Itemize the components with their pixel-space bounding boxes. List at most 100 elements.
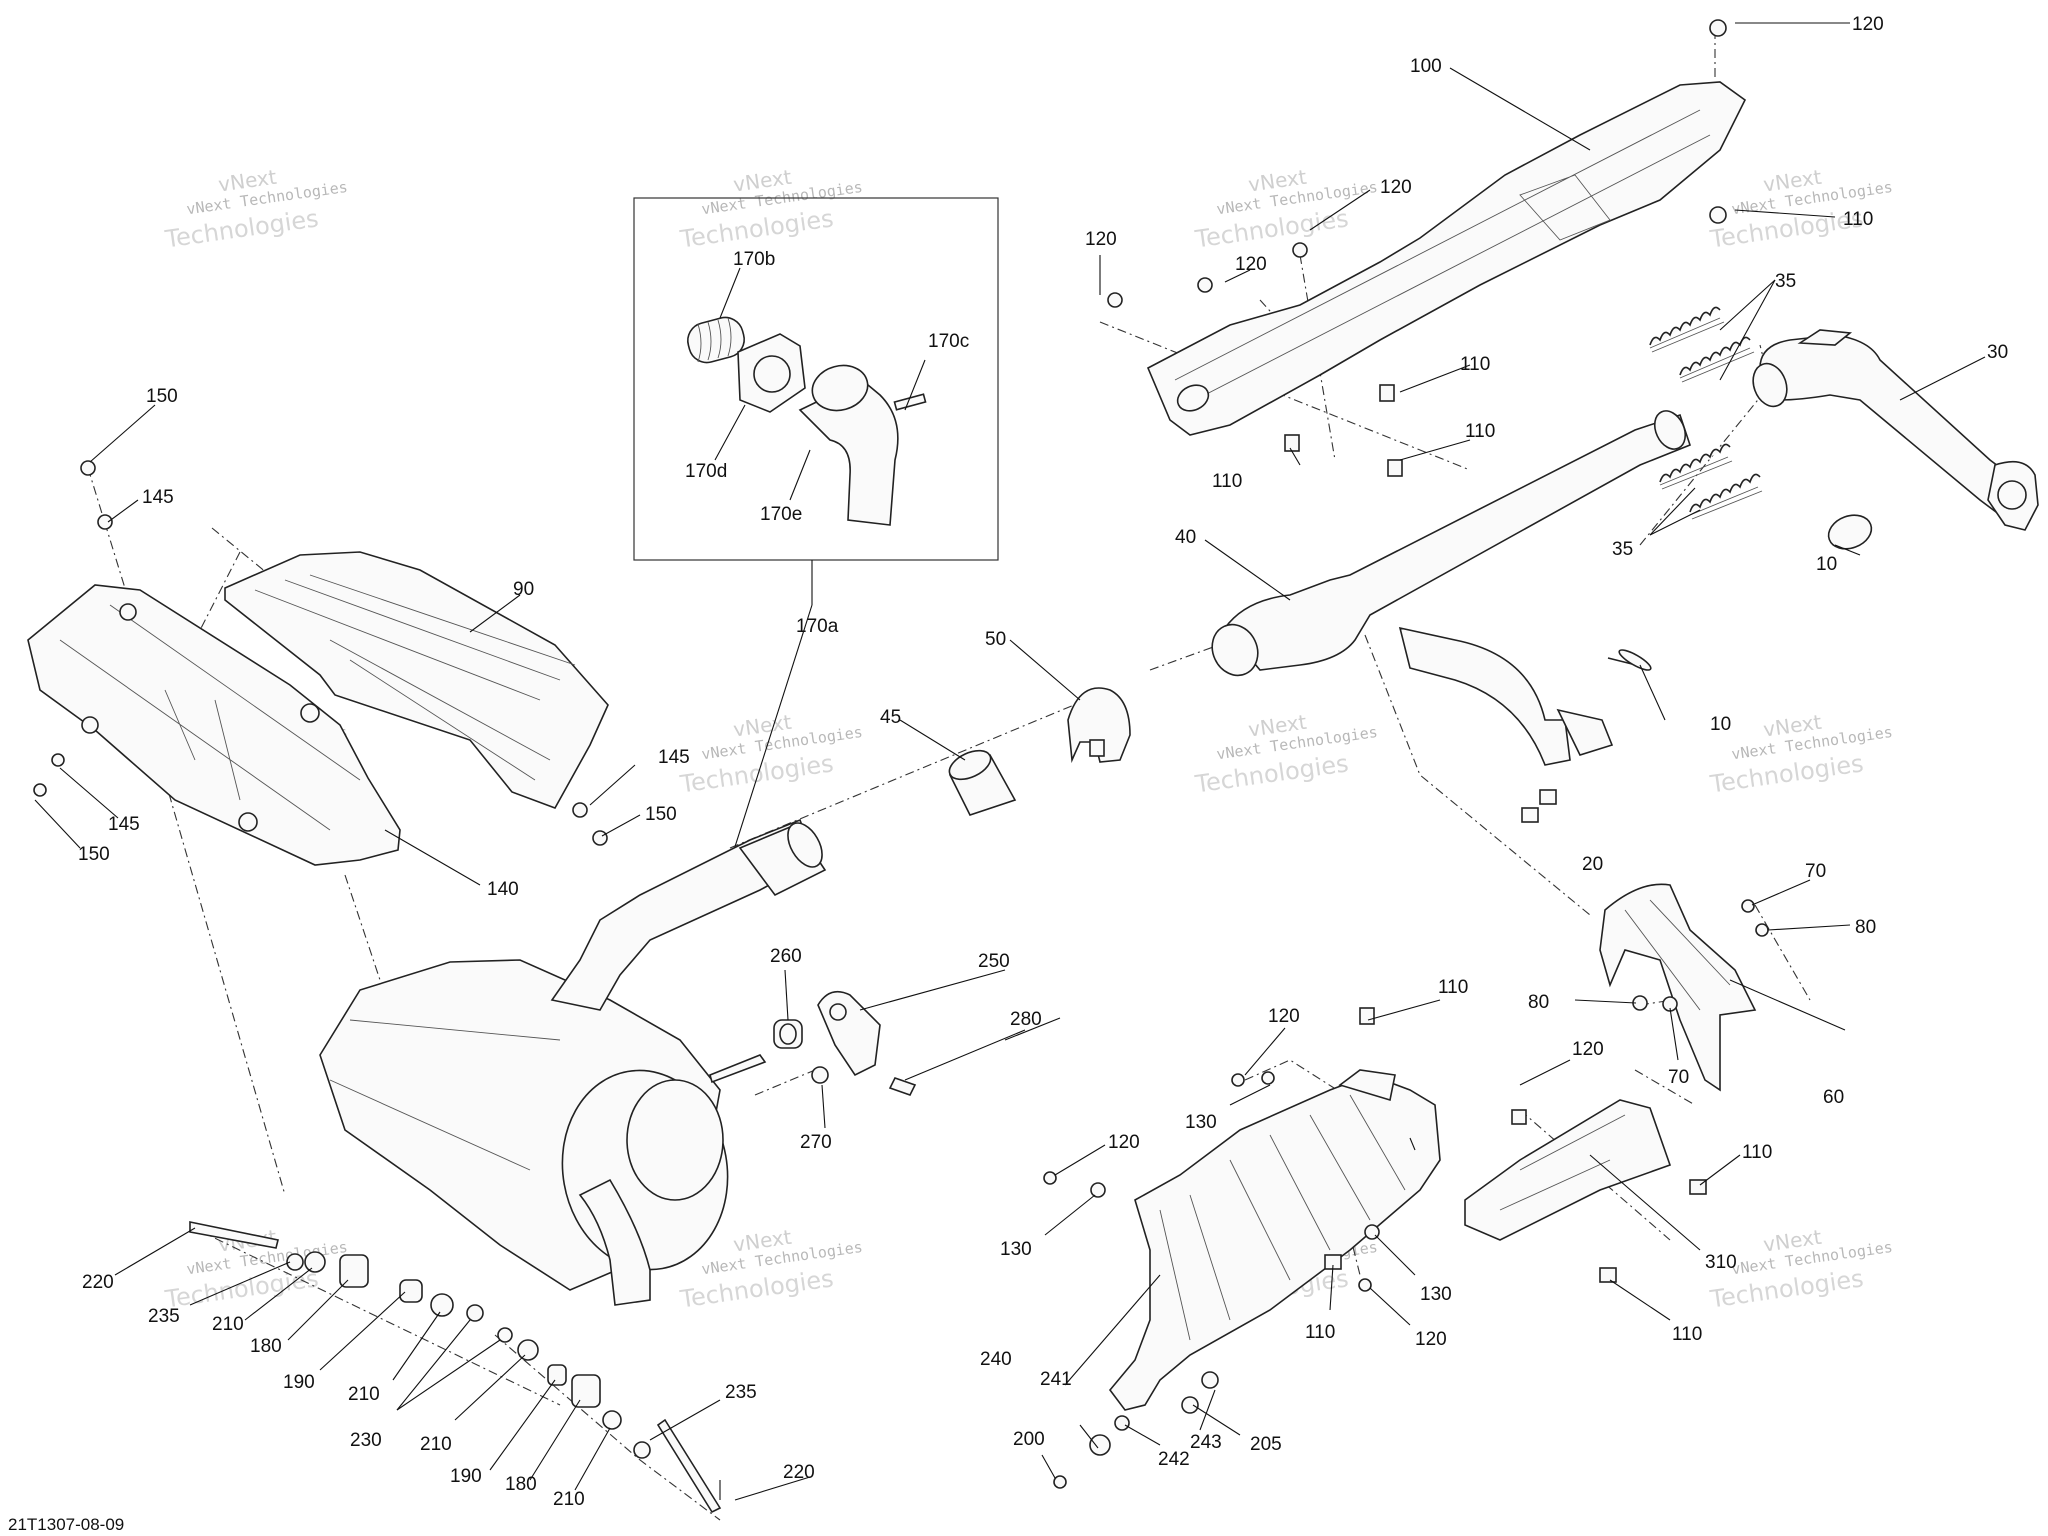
callout-190: 190 [283, 1372, 315, 1393]
callout-70: 70 [1805, 861, 1826, 882]
callout-45: 45 [880, 707, 901, 728]
callout-90: 90 [513, 579, 534, 600]
watermark: vNext vNext Technologies Technologies [678, 165, 864, 254]
callout-80: 80 [1528, 992, 1549, 1013]
heat-shield-90 [224, 551, 609, 809]
callout-243: 243 [1190, 1432, 1222, 1453]
callout-205: 205 [1250, 1434, 1282, 1455]
callout-120-top: 120 [1852, 14, 1884, 35]
callout-150: 150 [146, 386, 178, 407]
springs-35 [1649, 306, 1763, 520]
callout-70: 70 [1668, 1067, 1689, 1088]
callout-170a: 170a [796, 616, 839, 637]
callout-50: 50 [985, 629, 1006, 650]
bracket-60 [1599, 883, 1757, 1092]
hardware [33, 19, 1769, 1489]
watermark: vNext vNext Technologies Technologies [1708, 165, 1894, 254]
callout-10: 10 [1816, 554, 1837, 575]
outlet-pipe-170e [798, 364, 927, 526]
gasket-10b [1618, 649, 1652, 671]
callout-210: 210 [348, 1384, 380, 1405]
callout-210: 210 [420, 1434, 452, 1455]
callout-170b: 170b [733, 249, 775, 270]
callout-110: 110 [1460, 354, 1490, 375]
callout-30: 30 [1987, 342, 2008, 363]
callout-120: 120 [1380, 177, 1412, 198]
callout-40: 40 [1175, 527, 1196, 548]
callout-120: 120 [1415, 1329, 1447, 1350]
callout-280: 280 [1010, 1009, 1042, 1030]
heat-shield-240 [1108, 1069, 1441, 1411]
leader-lines [34, 22, 1986, 1501]
callout-145: 145 [108, 814, 140, 835]
sleeve-45 [948, 749, 1017, 816]
heat-shield-100 [1146, 81, 1747, 436]
callout-200: 200 [1013, 1429, 1045, 1450]
watermark: vNext vNext Technologies Technologies [1193, 165, 1379, 254]
callout-120: 120 [1085, 229, 1117, 250]
callout-190: 190 [450, 1466, 482, 1487]
callout-110: 110 [1438, 977, 1468, 998]
gasket-10a [1827, 514, 1873, 550]
callout-250: 250 [978, 951, 1010, 972]
callout-110: 110 [1305, 1322, 1335, 1343]
callout-130: 130 [1185, 1112, 1217, 1133]
callout-140: 140 [487, 879, 519, 900]
callout-150: 150 [78, 844, 110, 865]
coupler-spring-170b [687, 316, 745, 364]
callout-210: 210 [212, 1314, 244, 1335]
callout-120: 120 [1108, 1132, 1140, 1153]
bracket-310 [1464, 1099, 1672, 1241]
callout-310: 310 [1705, 1252, 1737, 1273]
grommet-260 [773, 1019, 803, 1049]
callout-170d: 170d [685, 461, 727, 482]
callout-130: 130 [1000, 1239, 1032, 1260]
callout-110: 110 [1212, 471, 1242, 492]
callout-150: 150 [645, 804, 677, 825]
callout-240: 240 [980, 1349, 1012, 1370]
muffler [319, 818, 827, 1306]
callout-145: 145 [658, 747, 690, 768]
callout-130: 130 [1420, 1284, 1452, 1305]
callout-20: 20 [1582, 854, 1603, 875]
callout-110: 110 [1843, 209, 1873, 230]
callout-235: 235 [148, 1306, 180, 1327]
callout-220: 220 [783, 1462, 815, 1483]
callout-35: 35 [1612, 539, 1633, 560]
callout-260: 260 [770, 946, 802, 967]
callout-170c: 170c [928, 331, 969, 352]
callout-60: 60 [1823, 1087, 1844, 1108]
callout-220: 220 [82, 1272, 114, 1293]
callout-120: 120 [1268, 1006, 1300, 1027]
watermark: vNext vNext Technologies Technologies [163, 165, 349, 254]
callout-242: 242 [1158, 1449, 1190, 1470]
callout-110: 110 [1742, 1142, 1772, 1163]
callout-80: 80 [1855, 917, 1876, 938]
watermark: vNext vNext Technologies Technologies [1193, 710, 1379, 799]
callout-120: 120 [1235, 254, 1267, 275]
clamp-50 [1067, 687, 1131, 764]
front-pipe-30 [1752, 329, 2039, 531]
watermark: vNext vNext Technologies Technologies [678, 710, 864, 799]
bolt-280 [888, 1077, 917, 1096]
callouts: 120 100 120 120 120 110 35 30 110 110 11… [78, 14, 2008, 1510]
callout-180: 180 [250, 1336, 282, 1357]
figure-reference: 21T1307-08-09 [8, 1515, 124, 1534]
callout-120: 120 [1572, 1039, 1604, 1060]
callout-241: 241 [1040, 1369, 1072, 1390]
muffler-cover-140 [27, 584, 401, 866]
callout-110: 110 [1672, 1324, 1702, 1345]
callout-35: 35 [1775, 271, 1796, 292]
callout-235: 235 [725, 1382, 757, 1403]
gasket-170d [737, 333, 806, 413]
callout-145: 145 [142, 487, 174, 508]
parts [27, 81, 2039, 1514]
callout-210: 210 [553, 1489, 585, 1510]
callout-110: 110 [1465, 421, 1495, 442]
nut-270 [811, 1066, 829, 1084]
hanger-250 [817, 990, 881, 1077]
callout-100: 100 [1410, 56, 1442, 77]
bolt-220b [656, 1418, 722, 1514]
callout-230: 230 [350, 1430, 382, 1451]
